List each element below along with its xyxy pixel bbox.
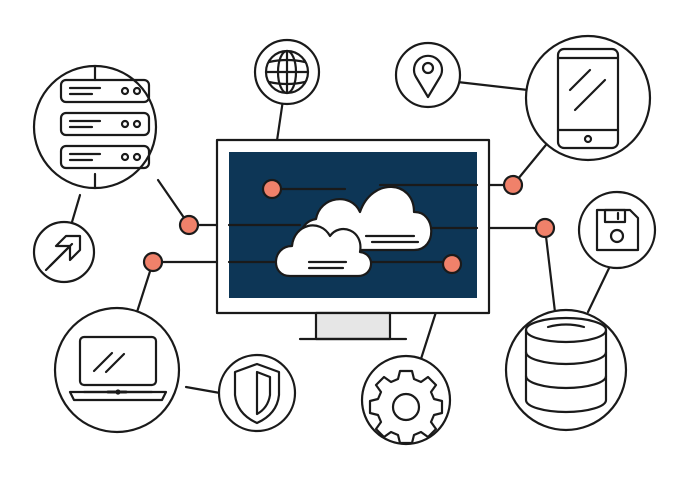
screen-lines: [227, 183, 479, 264]
connector-node: [441, 253, 463, 275]
monitor-stand: [314, 311, 392, 341]
gear-icon: [360, 354, 452, 446]
shield-icon: [217, 353, 297, 433]
database-icon: [504, 308, 628, 432]
location-pin-icon: [394, 41, 462, 109]
cloud-icon: [274, 224, 373, 278]
globe-icon: [253, 38, 321, 106]
floppy-disk-icon: [577, 190, 657, 270]
connector-node: [142, 251, 164, 273]
connector-node: [261, 178, 283, 200]
connector-node: [502, 174, 524, 196]
connector-node: [178, 214, 200, 236]
server-rack-icon: [32, 64, 158, 190]
connector-node: [534, 217, 556, 239]
arrow-up-right-icon: [32, 220, 96, 284]
laptop-icon: [53, 306, 181, 434]
connector-nodes: [142, 174, 556, 275]
tablet-icon: [524, 34, 652, 162]
